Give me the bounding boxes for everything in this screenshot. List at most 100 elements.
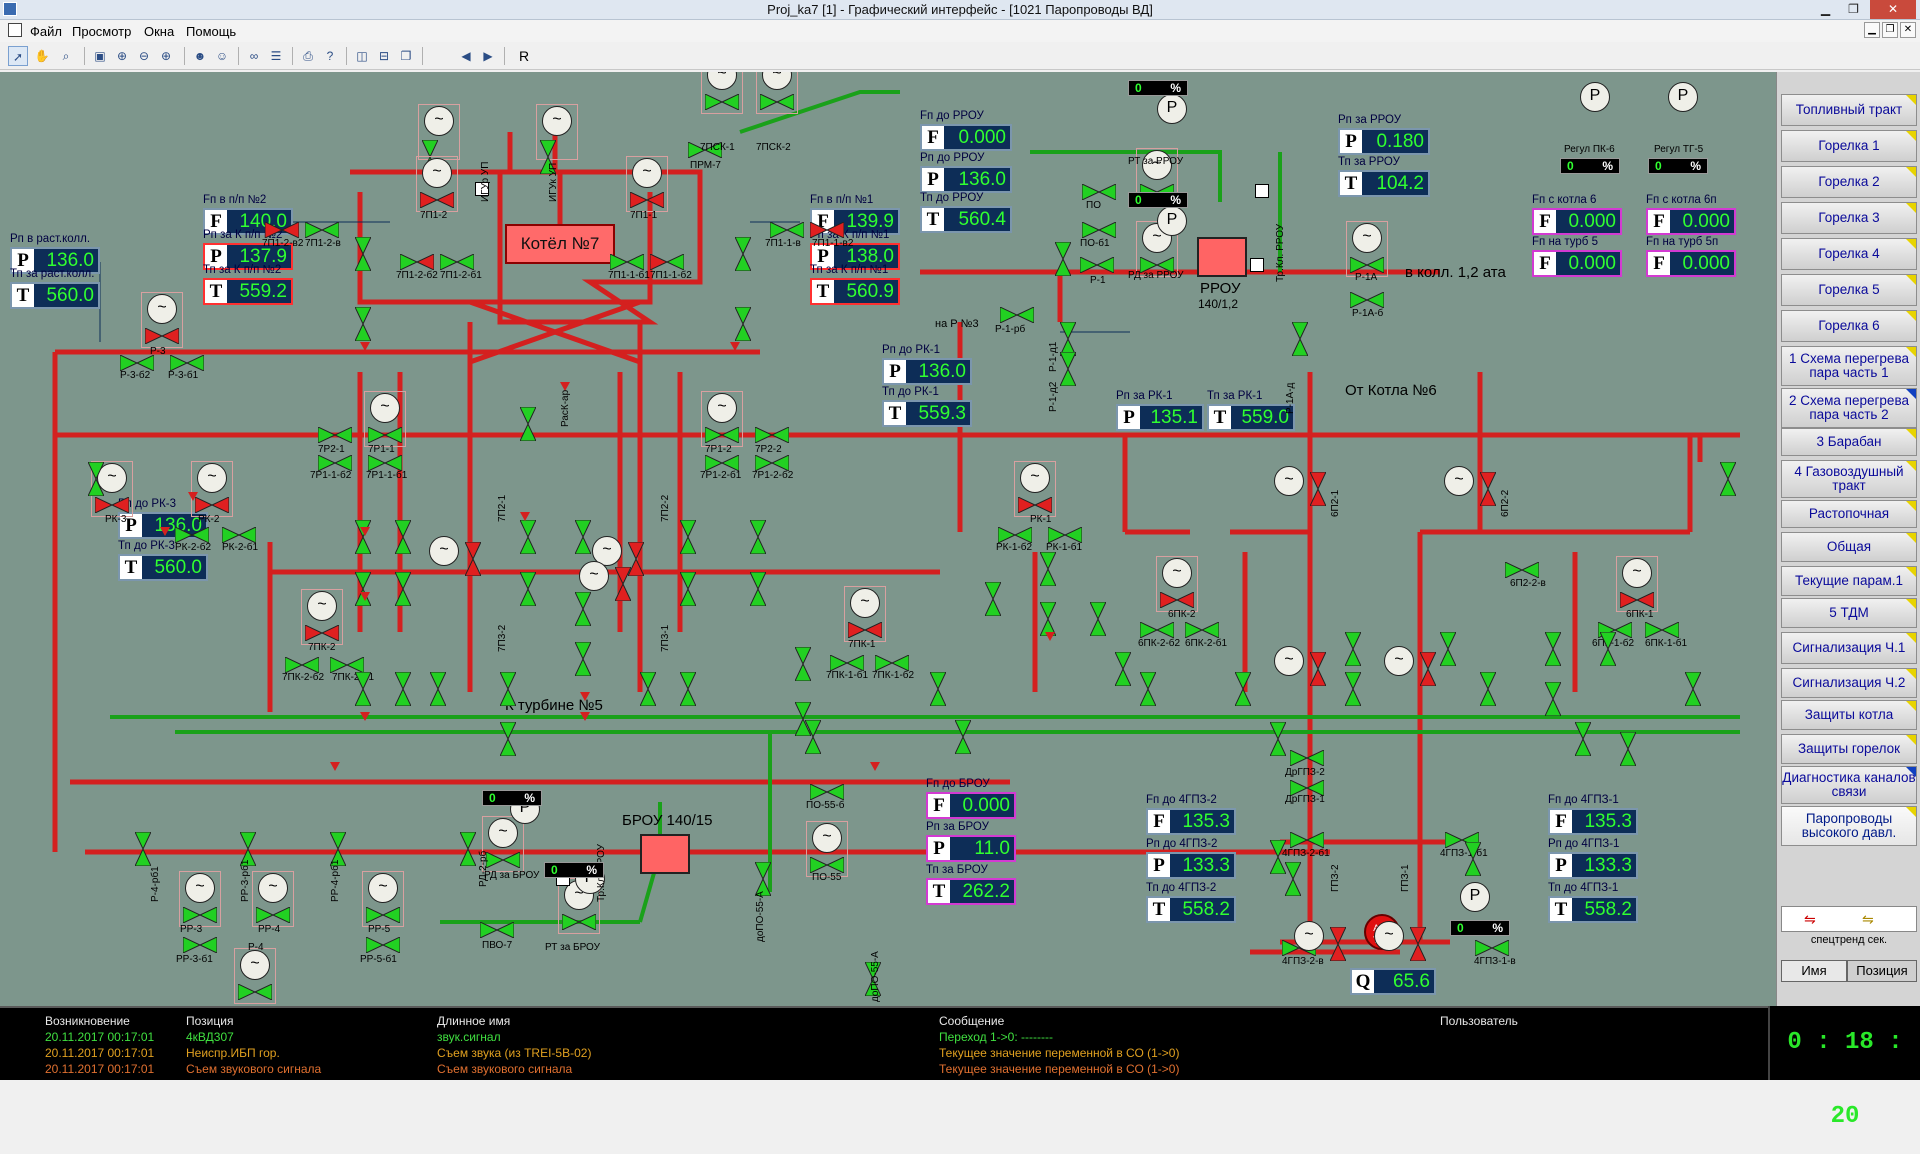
list-icon[interactable]: ☰ — [270, 49, 282, 63]
actuator-icon[interactable]: ~ — [542, 106, 572, 136]
valve-icon[interactable] — [354, 671, 372, 711]
valve-icon[interactable] — [221, 526, 257, 548]
valve-icon[interactable] — [439, 253, 475, 275]
actuator-icon[interactable]: ~ — [258, 873, 288, 903]
valve-icon[interactable] — [929, 671, 947, 711]
actuator-icon[interactable]: ~ — [424, 106, 454, 136]
actuator-icon[interactable]: ~ — [147, 294, 177, 324]
valve-icon[interactable] — [1047, 526, 1083, 548]
rrou-exchanger[interactable] — [1197, 237, 1247, 277]
nav-button[interactable]: 5 ТДМ — [1781, 598, 1917, 628]
valve-icon[interactable] — [304, 624, 340, 646]
valve-icon[interactable] — [284, 656, 320, 678]
zoom-out-icon[interactable]: ⊖ — [138, 49, 150, 63]
nav-button[interactable]: Горелка 6 — [1781, 310, 1917, 342]
valve-icon[interactable] — [354, 306, 372, 346]
valve-icon[interactable] — [354, 236, 372, 276]
nav-button[interactable]: 2 Схема перегрева пара часть 2 — [1781, 388, 1917, 428]
actuator-icon[interactable]: ~ — [850, 588, 880, 618]
nav-button[interactable]: Топливный тракт — [1781, 94, 1917, 126]
valve-icon[interactable] — [182, 906, 218, 928]
print-icon[interactable]: ⎙ — [303, 49, 313, 63]
pressure-gauge-icon[interactable]: P — [1157, 206, 1187, 236]
alarm-cell-name[interactable]: Съем звука (из TREI-5B-02) — [437, 1046, 592, 1060]
valve-icon[interactable] — [134, 831, 152, 871]
valve-icon[interactable] — [354, 519, 372, 559]
zoom-1to1-icon[interactable]: ▣ — [94, 49, 106, 63]
nav-button[interactable]: Сигнализация Ч.1 — [1781, 632, 1917, 664]
valve-icon[interactable] — [459, 831, 477, 871]
tile-vertical-icon[interactable]: ◫ — [356, 49, 368, 63]
pressure-gauge-icon[interactable]: P — [1580, 82, 1610, 112]
actuator-icon[interactable]: ~ — [368, 873, 398, 903]
nav-button[interactable]: Общая — [1781, 532, 1917, 562]
actuator-icon[interactable]: ~ — [1274, 466, 1304, 496]
valve-icon[interactable] — [1479, 671, 1497, 711]
valve-icon[interactable] — [1269, 721, 1287, 761]
valve-icon[interactable] — [561, 913, 597, 935]
valve-icon[interactable] — [574, 519, 592, 559]
hand-tool-icon[interactable]: ✋ — [34, 49, 50, 63]
valve-icon[interactable] — [317, 454, 353, 476]
valve-icon[interactable] — [144, 327, 180, 349]
valve-icon[interactable] — [1039, 551, 1057, 591]
actuator-icon[interactable]: ~ — [307, 591, 337, 621]
brou-exchanger[interactable] — [640, 834, 690, 874]
valve-icon[interactable] — [1479, 471, 1497, 511]
valve-icon[interactable] — [1234, 671, 1252, 711]
valve-icon[interactable] — [1017, 496, 1053, 518]
valve-icon[interactable] — [629, 191, 665, 213]
valve-icon[interactable] — [627, 541, 645, 581]
valve-icon[interactable] — [1159, 591, 1195, 613]
zoom-fit-icon[interactable]: ⊕ — [116, 49, 128, 63]
alarm-cell-time[interactable]: 20.11.2017 00:17:01 — [45, 1062, 155, 1076]
valve-icon[interactable] — [1684, 671, 1702, 711]
nav-button[interactable]: Горелка 5 — [1781, 274, 1917, 306]
valve-icon[interactable] — [1544, 681, 1562, 721]
actuator-icon[interactable]: ~ — [1294, 921, 1324, 951]
alarm-header-pos[interactable]: Позиция — [186, 1014, 234, 1028]
valve-icon[interactable] — [1184, 621, 1220, 643]
valve-icon[interactable] — [394, 671, 412, 711]
valve-icon[interactable] — [1059, 351, 1077, 391]
actuator-icon[interactable]: ~ — [240, 950, 270, 980]
help-icon[interactable]: ? — [326, 49, 334, 63]
menu-windows[interactable]: Окна — [144, 24, 175, 39]
valve-icon[interactable] — [794, 701, 812, 741]
valve-icon[interactable] — [429, 671, 447, 711]
binoculars-icon[interactable]: ∞ — [249, 49, 259, 63]
valve-icon[interactable] — [1329, 926, 1347, 966]
alarm-header-name[interactable]: Длинное имя — [437, 1014, 511, 1028]
alarm-header-msg[interactable]: Сообщение — [939, 1014, 1005, 1028]
zoom-tool-icon[interactable]: ⌕ — [62, 49, 70, 63]
actuator-icon[interactable]: ~ — [1444, 466, 1474, 496]
pressure-gauge-icon[interactable]: P — [1460, 882, 1490, 912]
valve-icon[interactable] — [574, 591, 592, 631]
valve-icon[interactable] — [574, 641, 592, 681]
valve-icon[interactable] — [239, 831, 257, 871]
nav-button[interactable]: 4 Газовоздушный тракт — [1781, 460, 1917, 498]
valve-icon[interactable] — [479, 921, 515, 943]
nav-button[interactable]: Текущие парам.1 — [1781, 566, 1917, 596]
alarm-cell-msg[interactable]: Переход 1->0: -------- — [939, 1030, 1053, 1044]
user-icon[interactable]: ☻ — [193, 49, 207, 63]
valve-icon[interactable] — [464, 541, 482, 581]
valve-icon[interactable] — [759, 93, 795, 115]
valve-icon[interactable] — [749, 571, 767, 611]
valve-icon[interactable] — [1114, 651, 1132, 691]
cascade-icon[interactable]: ❐ — [400, 49, 412, 63]
menu-view[interactable]: Просмотр — [72, 24, 132, 39]
